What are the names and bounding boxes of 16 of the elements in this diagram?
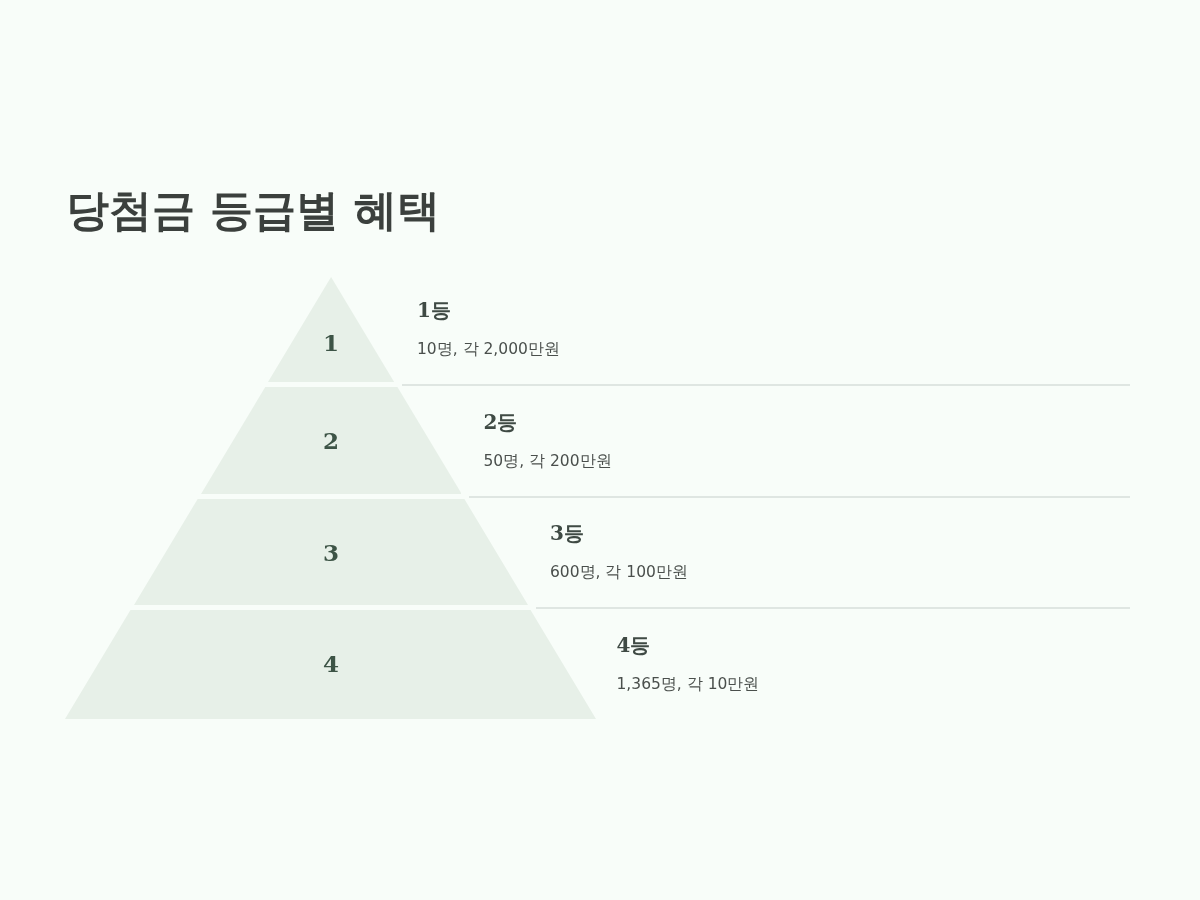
tier-description: 50명, 각 200만원 <box>483 450 612 472</box>
tier-number: 2 <box>323 427 339 455</box>
tier-title: 2등 <box>483 408 518 435</box>
tier-description: 600명, 각 100만원 <box>550 562 688 583</box>
tier-description: 1,365명, 각 10만원 <box>616 673 760 695</box>
title: 당첨금 등급별 혜택 <box>66 184 440 237</box>
pyramid-tier <box>133 499 528 605</box>
tier-number: 1 <box>323 329 339 357</box>
tier-title: 4등 <box>616 631 651 658</box>
tier-number: 4 <box>323 650 339 678</box>
tier-description: 10명, 각 2,000만원 <box>417 339 560 360</box>
tier-title: 3등 <box>550 520 584 546</box>
pyramid-tier <box>200 387 462 494</box>
pyramid-tier <box>65 610 597 719</box>
tier-title: 1등 <box>417 297 451 323</box>
tier-number: 3 <box>323 539 339 567</box>
